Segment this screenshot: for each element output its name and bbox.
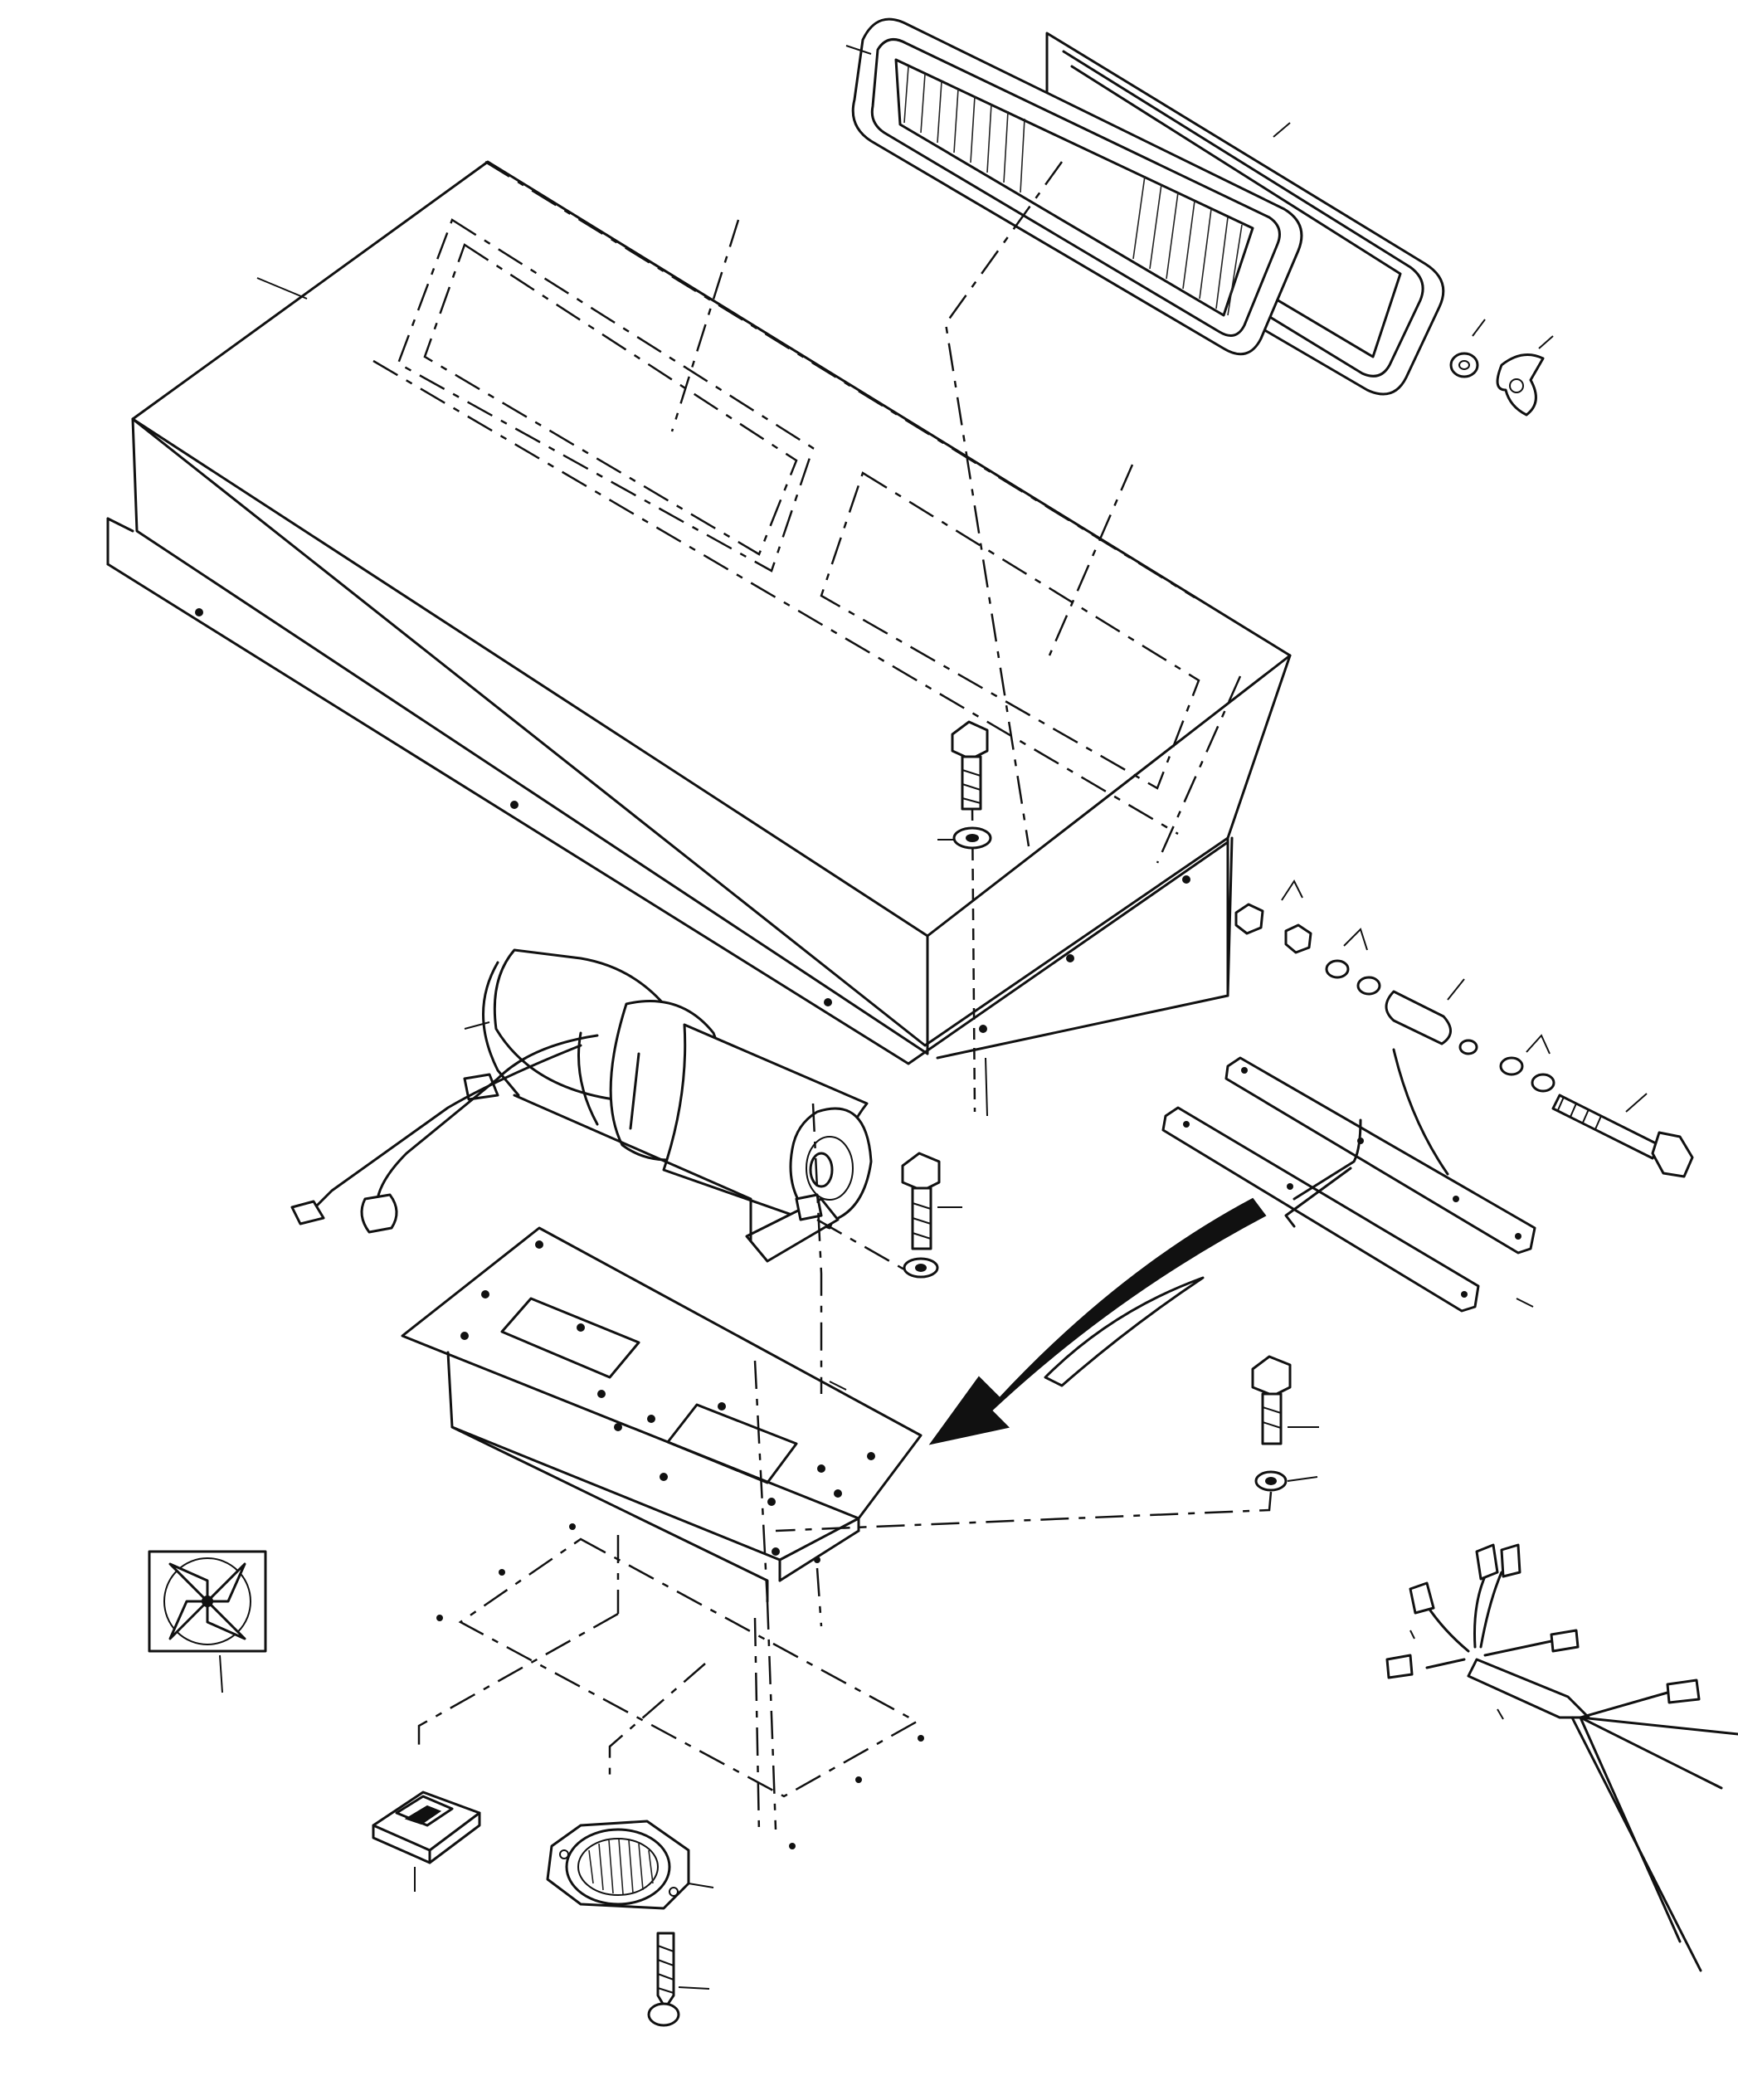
mounting-bolt [1251,1355,1319,1445]
long-bolt [1551,1093,1694,1178]
fan-switch [372,1791,481,1892]
cover-bolt [951,720,989,1113]
screw [647,1932,710,2027]
mounting-washer [775,1470,1318,1532]
wing-nut [1449,319,1554,417]
wire-harness [1385,1543,1738,1972]
blower-motor-assembly [290,948,873,1263]
cover-washer [937,826,992,1117]
resistor-assembly [1234,879,1555,1093]
fan-symbol [148,1550,267,1693]
louver-vent [546,1820,714,1910]
cover-housing [106,160,1292,1065]
base-plate [401,1103,924,1849]
mounting-washer [816,1218,939,1279]
mounting-bracket [1161,1048,1536,1313]
direction-arrow [928,1197,1267,1445]
mounting-bolt [901,1152,962,1250]
filter-element [845,17,1303,356]
